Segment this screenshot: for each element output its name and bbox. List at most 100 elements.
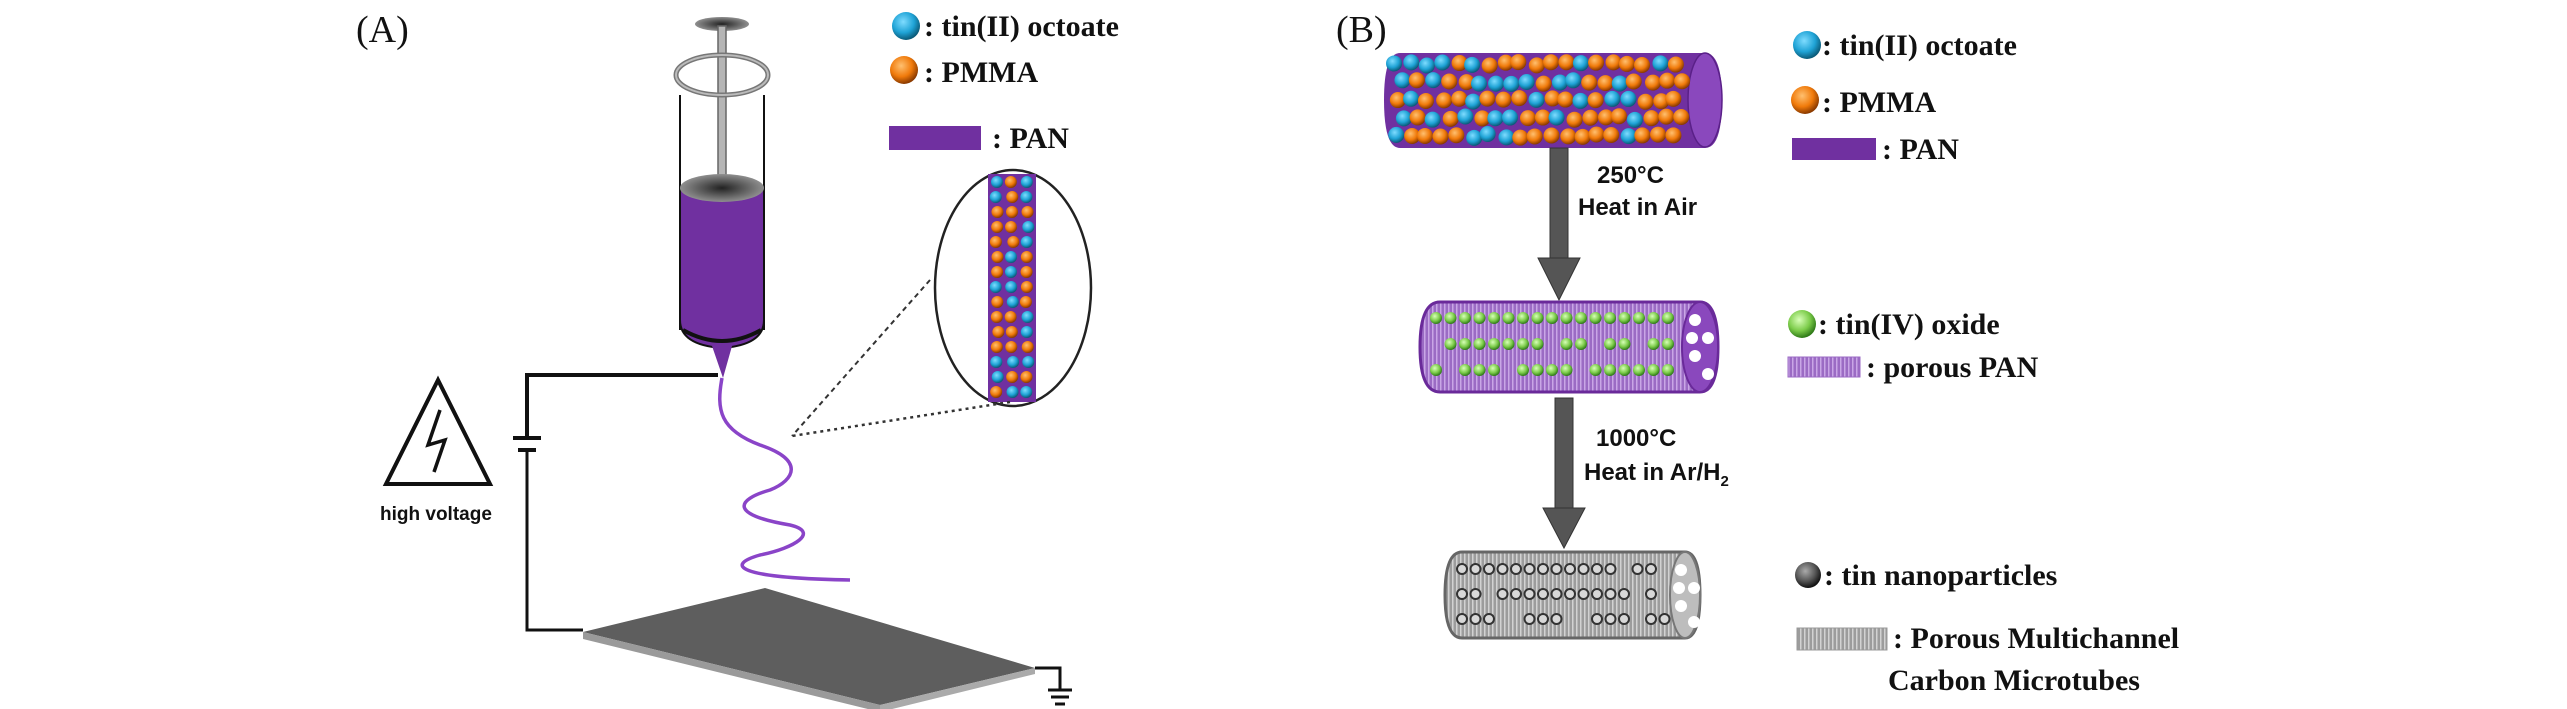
- arrow-2-head: [1542, 507, 1586, 550]
- tin-nanoparticle: [1469, 588, 1482, 600]
- tin-oxide-particle: [1575, 338, 1587, 350]
- plate-top: [583, 588, 1035, 705]
- pmma-particle: [1528, 57, 1545, 74]
- tin-oxide-particle: [1560, 338, 1573, 350]
- wire-bottom: [525, 450, 583, 632]
- pmma-particle: [1566, 111, 1583, 128]
- pan-legend-icon: [889, 126, 981, 150]
- pmma-particle: [1665, 90, 1682, 107]
- tin-octoate-particle: [990, 356, 1003, 368]
- pmma-particle: [1006, 191, 1019, 203]
- channel-hole: [1675, 564, 1687, 576]
- pmma-particle: [1674, 73, 1691, 90]
- tin-oxide-particle: [1560, 312, 1573, 324]
- tin-oxide-particle: [1473, 364, 1486, 376]
- tin-nanoparticle: [1591, 588, 1603, 600]
- channel-hole: [1673, 582, 1685, 594]
- tin-octoate-particle: [1386, 55, 1403, 72]
- tin-oxide-particle: [1488, 312, 1500, 324]
- carbon-microtube: [1443, 550, 1702, 640]
- pmma-particle: [1417, 127, 1434, 144]
- tin-nanoparticle: [1456, 563, 1468, 575]
- tin-octoate-particle: [1620, 128, 1637, 145]
- zoom-guide-line-bottom: [791, 400, 1011, 438]
- tin-oxide-particle: [1488, 364, 1500, 376]
- wire-ground: [1035, 666, 1062, 690]
- step-1-temperature: 250°C: [1597, 162, 1664, 189]
- pmma-particle: [1005, 206, 1018, 218]
- pmma-particle: [1543, 127, 1560, 144]
- tin-oxide-particle: [1662, 338, 1674, 350]
- pan-legend-icon: [1792, 138, 1876, 160]
- legend-panel-a: : tin(II) octoate : PMMA : PAN: [889, 10, 1119, 155]
- pmma-particle: [1650, 126, 1667, 143]
- tin-nanoparticle: [1564, 588, 1576, 600]
- pmma-particle: [1603, 127, 1620, 144]
- pmma-particle: [1417, 92, 1434, 109]
- panel-b-label: (B): [1336, 9, 1387, 51]
- pmma-particle: [1021, 341, 1034, 353]
- pmma-particle: [1643, 110, 1660, 127]
- pmma-particle: [1441, 73, 1458, 90]
- pmma-particle: [1534, 109, 1551, 126]
- pmma-particle: [1587, 92, 1604, 109]
- tin-octoate-particle: [1572, 92, 1589, 109]
- magnified-fiber-view: [791, 168, 1093, 438]
- tin-nanoparticle: [1523, 588, 1536, 600]
- tin-octoate-particle: [1418, 57, 1435, 74]
- tin-octoate-particle: [1518, 73, 1535, 90]
- channel-openings: [1686, 314, 1714, 380]
- tin-nanoparticle: [1537, 588, 1549, 600]
- tin-octoate-particle: [1020, 176, 1033, 188]
- pmma-particle: [1512, 129, 1529, 146]
- tin-octoate-particle: [1020, 236, 1033, 248]
- plunger-head: [680, 174, 764, 202]
- tin-nanoparticle: [1564, 563, 1576, 575]
- tin-nanoparticle: [1618, 588, 1630, 600]
- tin-oxide-particle: [1488, 338, 1500, 350]
- tin-octoate-particle: [1572, 55, 1589, 72]
- high-voltage-label: high voltage: [380, 504, 492, 525]
- pmma-particle: [1448, 127, 1465, 144]
- tin-oxide-particle: [1662, 312, 1674, 324]
- tin-octoate-particle: [1620, 90, 1637, 107]
- tin-octoate-particle: [1022, 221, 1035, 233]
- tin-oxide-particle: [1459, 338, 1471, 350]
- tin-nanoparticle: [1469, 563, 1482, 575]
- carbon-channel-openings: [1673, 564, 1700, 628]
- pmma-particle: [1625, 73, 1642, 90]
- arrow-2-shaft: [1554, 397, 1574, 509]
- tin-oxide-particle: [1459, 312, 1471, 324]
- tube1-particles: [1386, 54, 1691, 146]
- polymer-solution: [679, 189, 765, 350]
- channel-hole: [1702, 332, 1714, 344]
- legend-b-tin-octoate: : tin(II) octoate: [1822, 29, 2017, 62]
- pmma-particle: [1560, 128, 1577, 145]
- pmma-particle: [1588, 54, 1605, 71]
- pmma-particle: [1558, 54, 1575, 71]
- pmma-particle: [1544, 90, 1561, 107]
- pmma-particle: [1519, 110, 1536, 127]
- pmma-particle: [1511, 90, 1528, 107]
- tin-octoate-particle: [989, 191, 1002, 203]
- tin-octoate-particle: [1388, 126, 1405, 143]
- pmma-particle: [1005, 221, 1018, 233]
- tin-octoate-particle: [1020, 386, 1033, 398]
- tin-nanoparticle: [1658, 613, 1671, 625]
- legend-b-porous-multichannel: : Porous Multichannel: [1893, 622, 2179, 655]
- legend-b-carbon-microtubes: Carbon Microtubes: [1888, 664, 2140, 697]
- tin-oxide-particle: [1531, 364, 1544, 376]
- legend-b-pan: : PAN: [1882, 133, 1959, 166]
- pmma-particle: [991, 296, 1004, 308]
- plunger-cap: [695, 17, 749, 31]
- carbon-microtube-legend-icon: [1796, 627, 1888, 651]
- as-spun-fiber: [1384, 52, 1723, 148]
- pmma-particle: [1020, 281, 1033, 293]
- tin-nanoparticle: [1618, 613, 1630, 625]
- tin-oxide-particle: [1633, 312, 1645, 324]
- tin-octoate-particle: [1626, 111, 1643, 128]
- tin-octoate-particle: [1020, 326, 1033, 338]
- process-arrow-2: 1000°C Heat in Ar/H2: [1542, 397, 1729, 550]
- tin-nanoparticle: [1496, 588, 1509, 600]
